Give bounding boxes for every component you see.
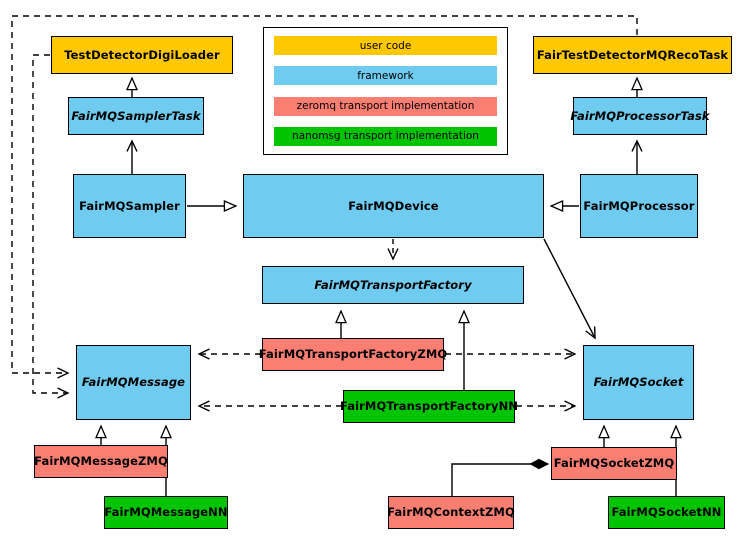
edge-digiloader-to-message <box>32 54 68 393</box>
class-node-FairMQMessage[interactable]: FairMQMessage <box>76 345 191 420</box>
edge-recotask-to-message <box>11 15 638 373</box>
class-node-label: FairMQDevice <box>348 198 439 213</box>
class-node-label: FairMQTransportFactory <box>314 277 472 292</box>
class-node-label: FairMQSampler <box>79 198 180 213</box>
class-node-FairMQMessageNN[interactable]: FairMQMessageNN <box>104 496 228 529</box>
class-node-label: FairMQSocketZMQ <box>553 456 675 471</box>
class-node-FairMQTransportFactoryZMQ[interactable]: FairMQTransportFactoryZMQ <box>259 338 447 371</box>
class-node-FairMQTransportFactoryNN[interactable]: FairMQTransportFactoryNN <box>339 390 519 423</box>
class-node-label: FairMQSamplerTask <box>71 108 201 123</box>
class-node-TestDetectorDigiLoader[interactable]: TestDetectorDigiLoader <box>51 36 233 74</box>
class-node-label: FairMQMessageNN <box>104 505 228 520</box>
class-node-label: FairMQSocketNN <box>611 505 722 520</box>
legend-item-zeromq: zeromq transport implementation <box>274 96 497 116</box>
class-node-FairMQSocketNN[interactable]: FairMQSocketNN <box>608 496 725 529</box>
class-node-FairTestDetectorMQRecoTask[interactable]: FairTestDetectorMQRecoTask <box>533 36 732 74</box>
edge-contextzmq-to-socketzmq <box>451 464 548 496</box>
class-node-FairMQProcessorTask[interactable]: FairMQProcessorTask <box>570 97 710 135</box>
class-node-label: FairMQTransportFactoryNN <box>339 399 519 414</box>
legend-panel: user code framework zeromq transport imp… <box>263 27 508 155</box>
class-node-FairMQDevice[interactable]: FairMQDevice <box>243 174 544 238</box>
class-node-label: TestDetectorDigiLoader <box>64 47 220 62</box>
class-node-FairMQContextZMQ[interactable]: FairMQContextZMQ <box>387 496 515 529</box>
class-node-FairMQTransportFactory[interactable]: FairMQTransportFactory <box>262 266 524 304</box>
class-node-label: FairMQTransportFactoryZMQ <box>258 347 448 362</box>
class-node-label: FairMQProcessorTask <box>570 108 710 123</box>
class-node-label: FairMQMessageZMQ <box>34 454 168 469</box>
edge-device-to-socket <box>543 238 595 338</box>
class-node-label: FairMQProcessor <box>583 198 695 213</box>
class-node-label: FairMQMessage <box>81 375 186 390</box>
class-node-FairMQSampler[interactable]: FairMQSampler <box>73 174 186 238</box>
class-node-FairMQSocketZMQ[interactable]: FairMQSocketZMQ <box>551 447 677 480</box>
class-node-label: FairMQSocket <box>593 375 684 390</box>
legend-item-framework: framework <box>274 66 497 86</box>
legend-item-nanomsg: nanomsg transport implementation <box>274 126 497 146</box>
class-node-FairMQSocket[interactable]: FairMQSocket <box>583 345 694 420</box>
class-node-label: FairTestDetectorMQRecoTask <box>536 47 729 62</box>
legend-item-user-code: user code <box>274 36 497 55</box>
class-node-FairMQProcessor[interactable]: FairMQProcessor <box>580 174 698 238</box>
class-node-FairMQSamplerTask[interactable]: FairMQSamplerTask <box>68 97 204 135</box>
class-node-FairMQMessageZMQ[interactable]: FairMQMessageZMQ <box>34 445 168 478</box>
class-node-label: FairMQContextZMQ <box>387 505 515 520</box>
